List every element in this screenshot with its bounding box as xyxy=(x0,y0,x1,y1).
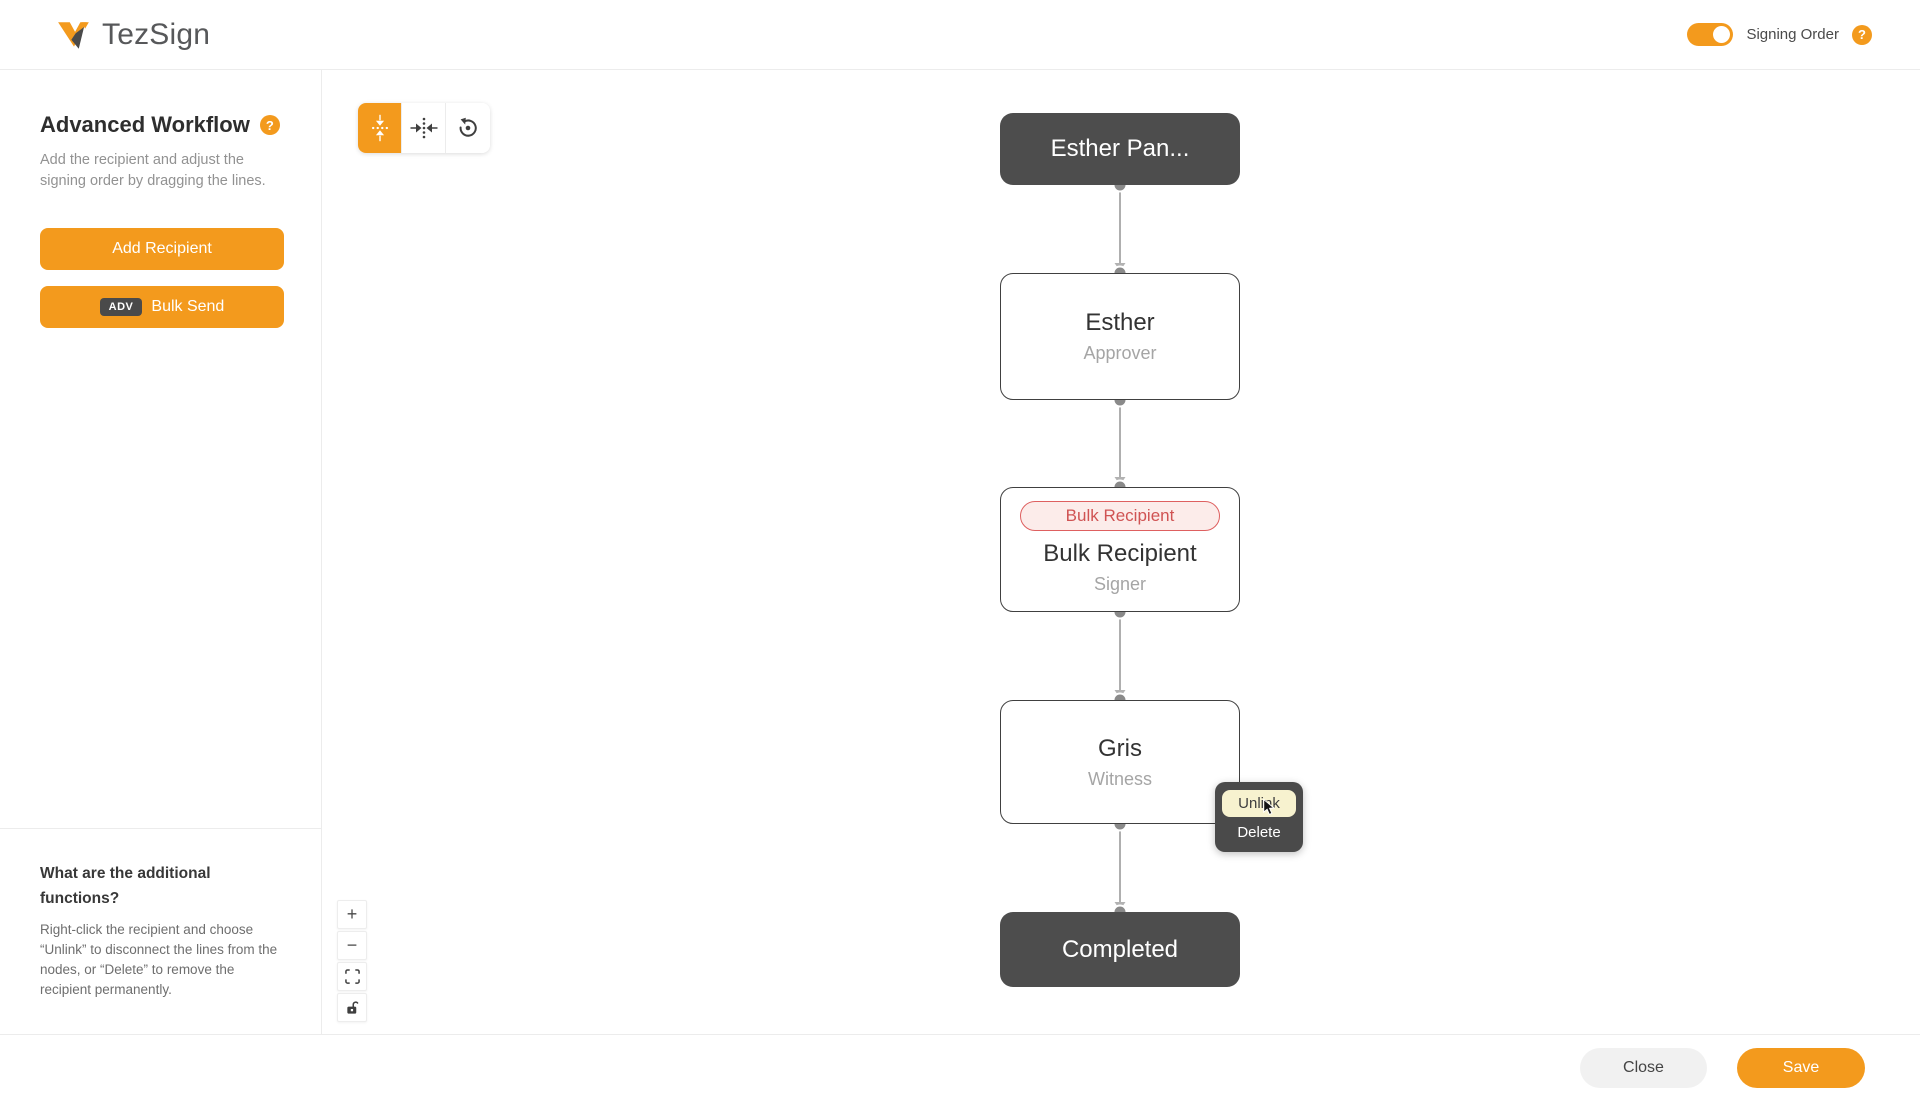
node-witness[interactable]: Gris Witness xyxy=(1000,700,1240,824)
sidebar-title: Advanced Workflow xyxy=(40,112,250,137)
mouse-cursor-icon xyxy=(1263,799,1276,816)
app-header: TezSign Signing Order ? xyxy=(0,0,1920,70)
node-approver-name: Esther xyxy=(1085,309,1155,336)
save-button[interactable]: Save xyxy=(1737,1048,1865,1088)
reset-view-icon xyxy=(459,117,477,137)
zoom-in-button[interactable]: + xyxy=(337,900,367,929)
node-bulk-name: Bulk Recipient xyxy=(1043,540,1197,567)
context-menu-delete[interactable]: Delete xyxy=(1237,824,1281,841)
bulk-send-label: Bulk Send xyxy=(151,298,225,316)
add-recipient-button[interactable]: Add Recipient xyxy=(40,228,284,271)
sidebar: Advanced Workflow ? Add the recipient an… xyxy=(0,70,322,1034)
node-completed-label: Completed xyxy=(1061,935,1179,963)
reset-view-button[interactable] xyxy=(446,103,490,153)
signing-order-label: Signing Order xyxy=(1746,26,1839,43)
header-right: Signing Order ? xyxy=(1687,23,1872,46)
vertical-align-button[interactable] xyxy=(358,103,402,153)
toggle-knob xyxy=(1713,26,1731,43)
fit-view-icon xyxy=(344,969,360,984)
signing-order-toggle[interactable] xyxy=(1687,23,1734,46)
brand-logo: TezSign xyxy=(56,17,210,53)
bulk-recipient-badge: Bulk Recipient xyxy=(1020,501,1220,531)
bottom-action-bar: Close Save xyxy=(0,1034,1920,1100)
sidebar-subtitle: Add the recipient and adjust the signing… xyxy=(40,152,266,190)
node-witness-name: Gris xyxy=(1098,734,1142,762)
workflow-canvas[interactable]: Esther Pan... Esther Approver Bulk Recip… xyxy=(322,70,1920,1034)
tezsign-logo-icon xyxy=(58,21,89,49)
additional-functions-body: Right-click the recipient and choose “Un… xyxy=(40,921,278,998)
bulk-send-button[interactable]: ADV Bulk Send xyxy=(40,286,284,329)
horizontal-align-center-icon xyxy=(410,117,437,139)
additional-functions-heading: What are the additional functions? xyxy=(40,865,211,907)
adv-badge: ADV xyxy=(99,298,143,317)
zoom-out-button[interactable]: − xyxy=(337,931,367,960)
node-approver-role: Approver xyxy=(1083,343,1157,363)
node-bulk-recipient[interactable]: Bulk Recipient Bulk Recipient Signer xyxy=(1000,487,1240,612)
lock-button[interactable] xyxy=(337,993,367,1022)
context-menu: Unlink Delete xyxy=(1215,782,1303,852)
canvas-toolbar xyxy=(358,103,490,153)
brand-name: TezSign xyxy=(102,17,211,51)
fit-view-button[interactable] xyxy=(337,962,367,991)
unlock-icon xyxy=(346,1001,358,1014)
workflow-help-icon[interactable]: ? xyxy=(259,115,280,135)
vertical-align-center-icon xyxy=(371,114,388,142)
sidebar-divider xyxy=(0,828,321,829)
close-button[interactable]: Close xyxy=(1580,1048,1707,1088)
node-witness-role: Witness xyxy=(1087,768,1152,789)
node-start[interactable]: Esther Pan... xyxy=(1000,113,1240,185)
canvas-zoom-controls: + − xyxy=(337,900,367,1022)
sidebar-footer: What are the additional functions? Right… xyxy=(40,862,288,1001)
node-bulk-role: Signer xyxy=(1093,574,1147,594)
node-completed[interactable]: Completed xyxy=(1000,912,1240,987)
horizontal-align-button[interactable] xyxy=(402,103,446,153)
context-menu-unlink[interactable]: Unlink xyxy=(1222,790,1296,817)
signing-order-help-icon[interactable]: ? xyxy=(1852,24,1872,45)
node-start-label: Esther Pan... xyxy=(1050,135,1190,162)
node-approver[interactable]: Esther Approver xyxy=(1000,273,1240,400)
